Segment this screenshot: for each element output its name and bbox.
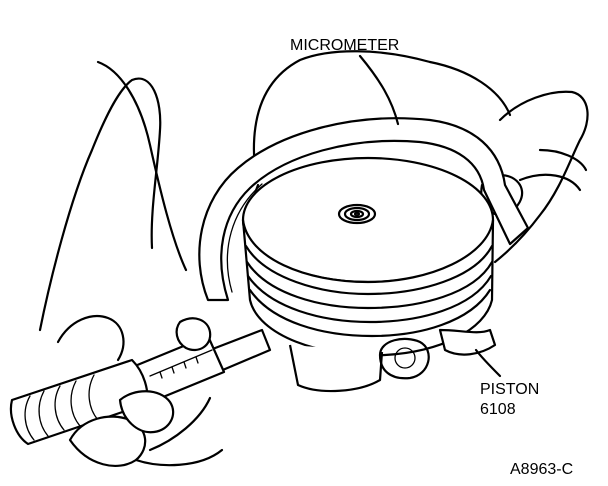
- micrometer-label: MICROMETER: [290, 37, 399, 54]
- micrometer-frame-drawing: [198, 117, 530, 302]
- micrometer-leader-line: [358, 54, 400, 126]
- piston-label: PISTON: [480, 381, 539, 398]
- figure-code: A8963-C: [510, 461, 573, 478]
- piston-leader-line: [474, 348, 502, 378]
- piston-part-number: 6108: [480, 401, 516, 418]
- piston-drawing: [241, 156, 497, 393]
- front-hand-drawing: [38, 60, 224, 467]
- micrometer-spindle-drawing: [9, 328, 272, 446]
